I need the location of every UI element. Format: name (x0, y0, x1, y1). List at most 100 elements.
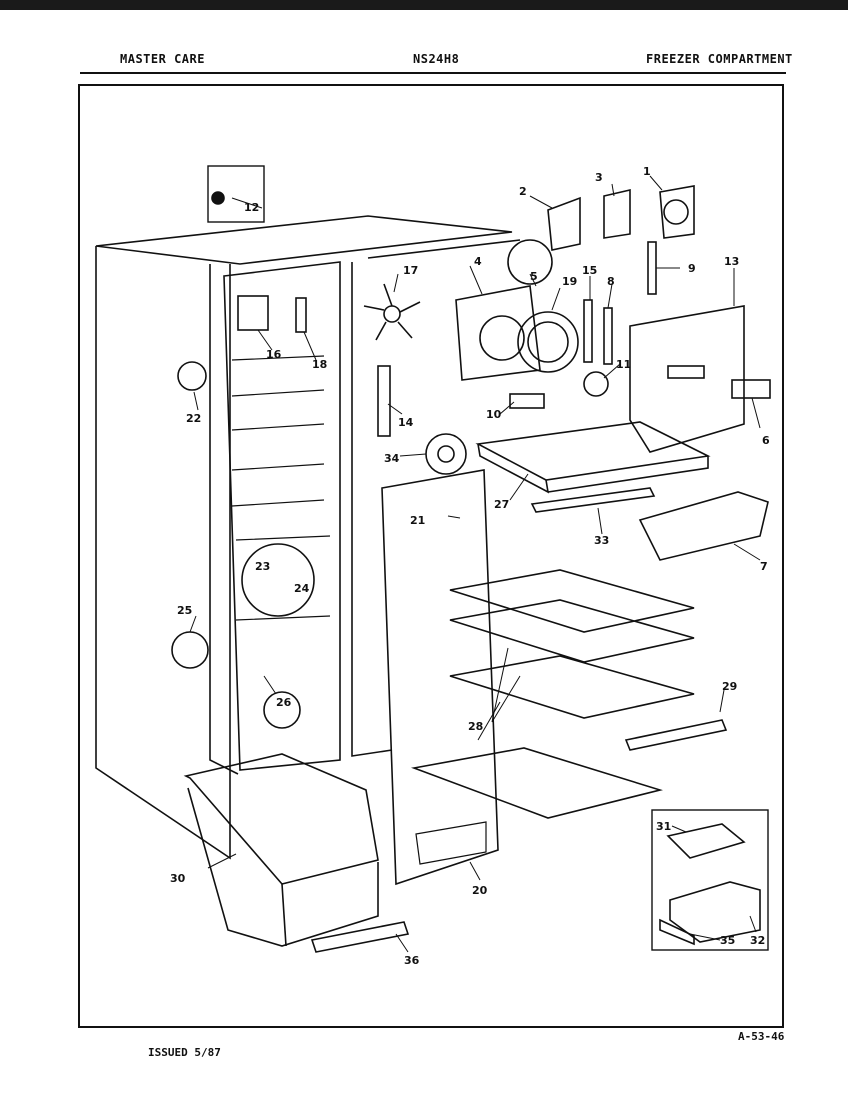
part-label-5: 5 (530, 270, 538, 283)
part-label-23: 23 (255, 560, 270, 573)
model-label: NS24H8 (413, 52, 460, 66)
part-20-vents (415, 821, 487, 865)
top-border (0, 0, 848, 10)
part-17-hub (383, 305, 401, 323)
diagram-frame (78, 84, 784, 1028)
part-31-rack (666, 823, 746, 859)
mullion (351, 262, 393, 757)
cabinet-top (95, 215, 513, 265)
page-code: A-53-46 (738, 1030, 785, 1043)
part-label-9: 9 (688, 262, 696, 275)
part-16-control (237, 295, 269, 331)
part-label-28: 28 (468, 720, 483, 733)
part-label-35: 35 (720, 934, 735, 947)
brand-label: MASTER CARE (120, 52, 205, 66)
part-label-24: 24 (294, 582, 310, 595)
part-15-rail (583, 299, 593, 363)
part-27-shelf (475, 421, 711, 481)
part-25-callout (171, 631, 209, 669)
part-13-cover (629, 305, 745, 453)
part-3-bracket (603, 188, 631, 239)
part-30-bin-body (187, 787, 379, 947)
part-22-knob (177, 361, 207, 391)
part-6-plate (731, 379, 771, 399)
part-label-34: 34 (384, 452, 400, 465)
header-rule (80, 72, 786, 74)
part-label-25: 25 (177, 604, 192, 617)
part-32-bin (669, 881, 761, 943)
part-label-2: 2 (519, 185, 527, 198)
section-label: FREEZER COMPARTMENT (646, 52, 793, 66)
part-5-motor (507, 239, 553, 285)
part-4-opening (479, 315, 525, 361)
issued-date: ISSUED 5/87 (148, 1046, 221, 1059)
part-9-rail (647, 241, 657, 295)
part-label-15: 15 (582, 264, 597, 277)
part-34-core (437, 445, 455, 463)
part-label-3: 3 (595, 171, 603, 184)
part-label-22: 22 (186, 412, 201, 425)
part-28-shelf-4 (410, 747, 663, 819)
part-12-box (207, 165, 265, 223)
part-label-16: 16 (266, 348, 282, 361)
part-label-36: 36 (404, 954, 420, 967)
part-label-26: 26 (276, 696, 292, 709)
part-10-socket (509, 393, 545, 409)
part-30-bin-corner (281, 883, 287, 947)
part-11-bulb (583, 371, 609, 397)
freezer-liner (223, 261, 341, 771)
part-label-20: 20 (472, 884, 488, 897)
part-27-shelf-edge (477, 443, 709, 494)
part-19-grille (517, 311, 579, 373)
part-2-bracket (547, 196, 581, 251)
part-26-callout (263, 691, 301, 729)
part-33-rail (530, 487, 656, 513)
part-label-30: 30 (170, 872, 186, 885)
part-label-17: 17 (403, 264, 418, 277)
part-8-rail (603, 307, 613, 365)
part-label-12: 12 (244, 201, 259, 214)
part-18-bracket (295, 297, 307, 333)
cabinet-liner-edge (209, 264, 239, 775)
part-28-shelf-3 (449, 655, 695, 719)
part-label-33: 33 (594, 534, 609, 547)
part-label-18: 18 (312, 358, 327, 371)
liner-shelf-rails (231, 355, 331, 621)
part-1-lens (663, 199, 689, 225)
part-29-rail (624, 719, 728, 751)
part-4-shroud (455, 285, 541, 381)
cabinet-top-edge (367, 239, 521, 259)
part-label-32: 32 (750, 934, 765, 947)
part-30-bin (183, 753, 379, 885)
part-20-panel (381, 469, 499, 886)
part-label-6: 6 (762, 434, 770, 447)
part-1-housing (659, 185, 695, 239)
part-label-19: 19 (562, 275, 577, 288)
part-label-4: 4 (474, 255, 482, 268)
part-label-10: 10 (486, 408, 502, 421)
part-7-bin (638, 491, 769, 561)
part-label-29: 29 (722, 680, 737, 693)
part-35-rail (659, 918, 695, 946)
part-label-31: 31 (656, 820, 671, 833)
part-17-blades (363, 283, 421, 341)
part-23-24-callout (241, 543, 315, 617)
part-34-damper (425, 433, 467, 475)
part-label-1: 1 (643, 165, 651, 178)
part-19-grille-inner (527, 321, 569, 363)
part-label-21: 21 (410, 514, 425, 527)
part-label-8: 8 (607, 275, 615, 288)
part-label-14: 14 (398, 416, 414, 429)
leader-lines (189, 175, 761, 953)
part-28-shelf-2 (449, 599, 695, 663)
part-36-rail (310, 921, 410, 953)
part-12-icon (211, 191, 225, 205)
part-13-slot (667, 365, 705, 379)
inset-box (651, 809, 769, 951)
part-label-13: 13 (724, 255, 739, 268)
cabinet-left-side (95, 246, 231, 860)
part-28-shelf-1 (449, 569, 695, 633)
part-label-7: 7 (760, 560, 768, 573)
part-14-bracket (377, 365, 391, 437)
